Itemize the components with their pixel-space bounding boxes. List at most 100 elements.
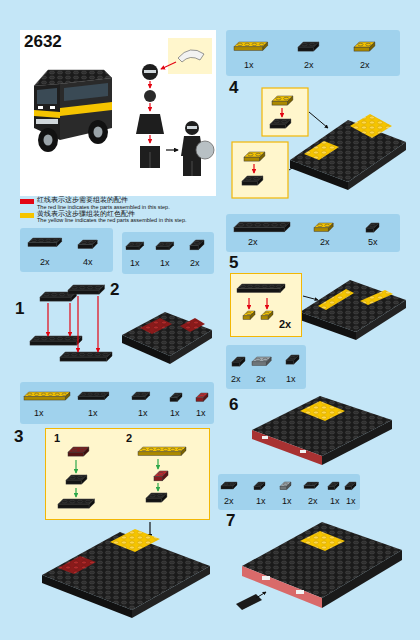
step-1-parts — [30, 336, 82, 345]
part-icon — [132, 392, 150, 400]
step-4-model — [281, 108, 282, 117]
part-icon — [196, 393, 208, 401]
part-icon — [221, 482, 237, 489]
assembly-arrow — [75, 488, 76, 497]
part-icon — [234, 222, 290, 232]
step-1-parts — [77, 296, 78, 352]
part-icon — [237, 284, 285, 292]
subassembly-box: 2x — [230, 273, 302, 337]
parts-panel: 1x1x2x — [122, 232, 214, 274]
assembly-arrow — [266, 298, 267, 309]
step-2-model — [122, 335, 170, 364]
part-icon — [78, 392, 109, 400]
minifigure — [136, 114, 164, 134]
part-count: 2x — [40, 258, 50, 268]
step-6-model — [300, 450, 306, 453]
part-count: 1x — [160, 259, 170, 269]
part-icon — [232, 357, 245, 366]
step-4-model — [290, 160, 348, 190]
step-7-model — [296, 590, 304, 594]
part-icon — [234, 42, 268, 50]
part-icon — [298, 42, 319, 51]
parts-panel: 2x2x5x — [226, 214, 400, 252]
part-count: 1x — [130, 259, 140, 269]
part-count: 2x — [256, 375, 266, 385]
part-count: 2x — [231, 375, 241, 385]
part-count: 1x — [286, 375, 296, 385]
part-icon — [68, 447, 89, 456]
step-number: 7 — [226, 512, 235, 531]
legend-note: The red line indicates the parts assembl… — [37, 204, 170, 210]
part-icon — [328, 482, 339, 490]
step-4-model — [304, 141, 339, 160]
part-count: 2x — [320, 238, 330, 248]
minifigure — [140, 146, 160, 168]
step-number: 5 — [229, 254, 238, 273]
part-count: 2x — [360, 61, 370, 71]
step-4-model — [348, 142, 406, 190]
part-count: 1x — [196, 409, 206, 419]
part-count: 2x — [308, 497, 318, 507]
step-number: 1 — [15, 300, 24, 319]
step-2-model — [180, 318, 205, 332]
minifigure — [136, 38, 214, 176]
substep-number: 1 — [54, 432, 60, 444]
part-icon — [314, 223, 333, 231]
step-1-parts — [47, 303, 48, 336]
minifigure — [185, 121, 199, 135]
part-count: 2x — [279, 318, 291, 330]
step-number: 2 — [110, 281, 119, 300]
step-number: 6 — [229, 396, 238, 415]
part-icon — [24, 392, 70, 400]
part-icon — [366, 223, 379, 232]
step-5-model — [300, 312, 356, 340]
step-1-parts — [68, 285, 104, 294]
minifigure — [149, 135, 150, 143]
assembly-arrow — [157, 483, 158, 491]
step-4-model — [253, 164, 254, 173]
part-icon — [28, 238, 62, 246]
step-7-model — [242, 522, 402, 598]
part-icon — [154, 471, 168, 481]
step-4-model — [270, 119, 291, 128]
part-count: 5x — [368, 238, 378, 248]
step-1-parts — [69, 303, 70, 336]
step-4-model — [309, 112, 328, 128]
step-3-model — [42, 575, 132, 618]
title-vehicle — [50, 106, 55, 109]
part-icons — [231, 274, 303, 338]
assembly-arrow — [157, 459, 158, 469]
step-4-model — [350, 114, 392, 138]
part-icon — [78, 240, 97, 248]
parts-panel: 1x2x2x — [226, 30, 400, 76]
parts-panel: 2x4x — [20, 228, 113, 272]
title-vehicle — [60, 102, 112, 116]
step-7-model — [256, 592, 266, 598]
assembly-arrow — [75, 460, 76, 473]
step-4-model — [242, 176, 263, 185]
legend-text: 黄线表示这步骤组装的红色配件 — [37, 210, 135, 217]
title-vehicle — [34, 70, 112, 152]
model-number: 2632 — [24, 33, 62, 52]
step-number: 3 — [14, 428, 23, 447]
step-7-model — [236, 522, 402, 610]
minifigure — [149, 81, 150, 88]
minifigure — [168, 38, 212, 74]
legend-text: 红线表示这步需要组装的配件 — [37, 196, 128, 203]
legend-swatch — [20, 213, 34, 218]
step-6-model — [252, 396, 392, 456]
minifigure — [183, 156, 201, 176]
minifigure — [187, 126, 197, 129]
part-icon — [146, 493, 167, 502]
step-4-model — [232, 88, 406, 198]
minifigure — [166, 149, 178, 150]
part-icon — [138, 447, 186, 455]
step-3-model — [132, 566, 210, 618]
minifigure — [150, 152, 151, 168]
part-count: 1x — [256, 497, 266, 507]
part-icon — [280, 482, 291, 490]
step-6-model — [262, 436, 268, 439]
minifigure — [144, 70, 156, 73]
